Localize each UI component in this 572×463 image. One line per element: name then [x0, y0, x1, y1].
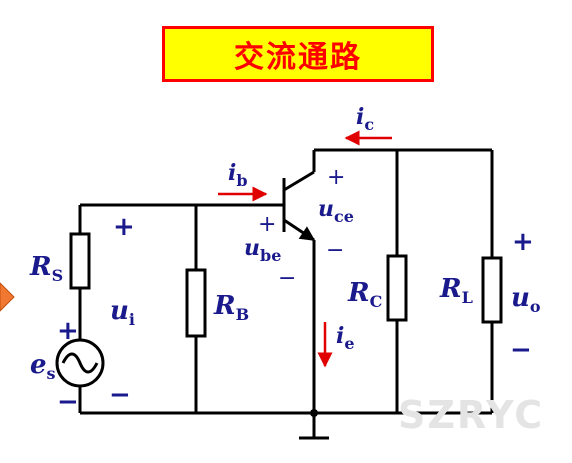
resistor-rs — [69, 232, 91, 290]
rc-label: RC — [348, 278, 383, 311]
resistor-rl — [481, 256, 503, 324]
current-arrows — [218, 130, 392, 368]
uce-label: uce — [318, 196, 354, 226]
transistor — [282, 170, 316, 242]
rb-label: RB — [214, 291, 250, 324]
title-box: 交流通路 — [162, 26, 434, 82]
uce-minus-sign: − — [326, 238, 345, 263]
es-plus-sign: + — [57, 316, 79, 346]
ib-label: ib — [228, 160, 248, 190]
ground-junction-dot — [310, 409, 318, 417]
ui-label: ui — [110, 296, 135, 329]
resistors — [69, 232, 503, 338]
rs-label: RS — [30, 252, 64, 285]
watermark: SZRYC — [398, 393, 545, 437]
diagram-title: 交流通路 — [234, 40, 362, 75]
ube-plus-sign: + — [258, 212, 277, 237]
ube-minus-sign: − — [278, 266, 297, 291]
ui-minus-sign: − — [109, 380, 131, 410]
rl-label: RL — [440, 274, 473, 307]
wires — [78, 148, 494, 440]
uo-minus-sign: − — [510, 335, 532, 365]
transistor-emitter — [283, 218, 316, 242]
resistor-rb — [185, 268, 207, 338]
ic-label: ic — [356, 104, 375, 134]
es-minus-sign: − — [57, 387, 79, 417]
transistor-collector — [283, 170, 315, 192]
uce-plus-sign: + — [327, 165, 346, 190]
ube-label: ube — [244, 235, 282, 265]
resistor-rc — [386, 254, 408, 322]
uo-label: uo — [511, 283, 541, 316]
ie-label: ie — [336, 323, 355, 353]
voltage-source-es — [55, 338, 105, 388]
es-label: es — [30, 350, 56, 383]
ui-plus-sign: + — [113, 212, 135, 242]
uo-plus-sign: + — [512, 227, 534, 257]
orange-arrow-tip — [0, 282, 15, 312]
